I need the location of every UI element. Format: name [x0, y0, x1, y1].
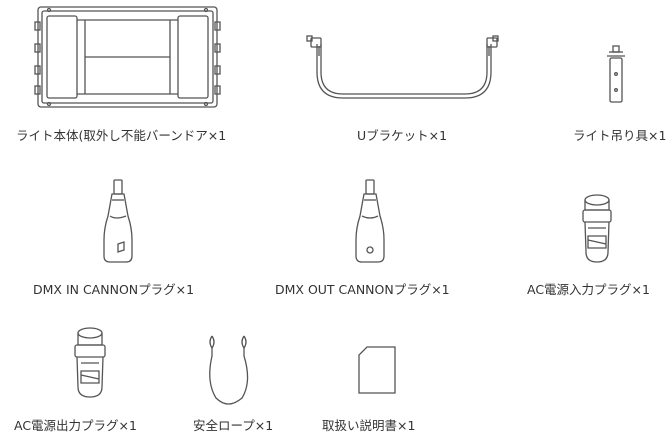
item-label-ac-input-plug: AC電源入力プラグ×1	[527, 282, 650, 297]
ac-output-plug-icon	[72, 325, 108, 399]
safety-rope-icon	[202, 332, 256, 408]
item-label-light-hanger: ライト吊り具×1	[573, 128, 667, 143]
item-label-dmx-out-plug: DMX OUT CANNONプラグ×1	[275, 282, 450, 297]
u-bracket-icon	[305, 34, 500, 104]
dmx-out-plug-icon	[354, 178, 386, 264]
item-label-dmx-in-plug: DMX IN CANNONプラグ×1	[33, 282, 195, 297]
item-label-u-bracket: Uブラケット×1	[357, 128, 448, 143]
dmx-in-plug-icon	[100, 178, 136, 264]
item-label-safety-rope: 安全ロープ×1	[193, 418, 274, 433]
item-label-manual: 取扱い説明書×1	[322, 418, 416, 433]
item-label-light-panel: ライト本体(取外し不能バーンドア×1	[16, 128, 227, 143]
light-panel-icon	[34, 4, 221, 110]
manual-icon	[357, 345, 397, 395]
item-label-ac-output-plug: AC電源出力プラグ×1	[14, 418, 137, 433]
light-hanger-icon	[605, 44, 627, 104]
ac-input-plug-icon	[580, 192, 614, 264]
